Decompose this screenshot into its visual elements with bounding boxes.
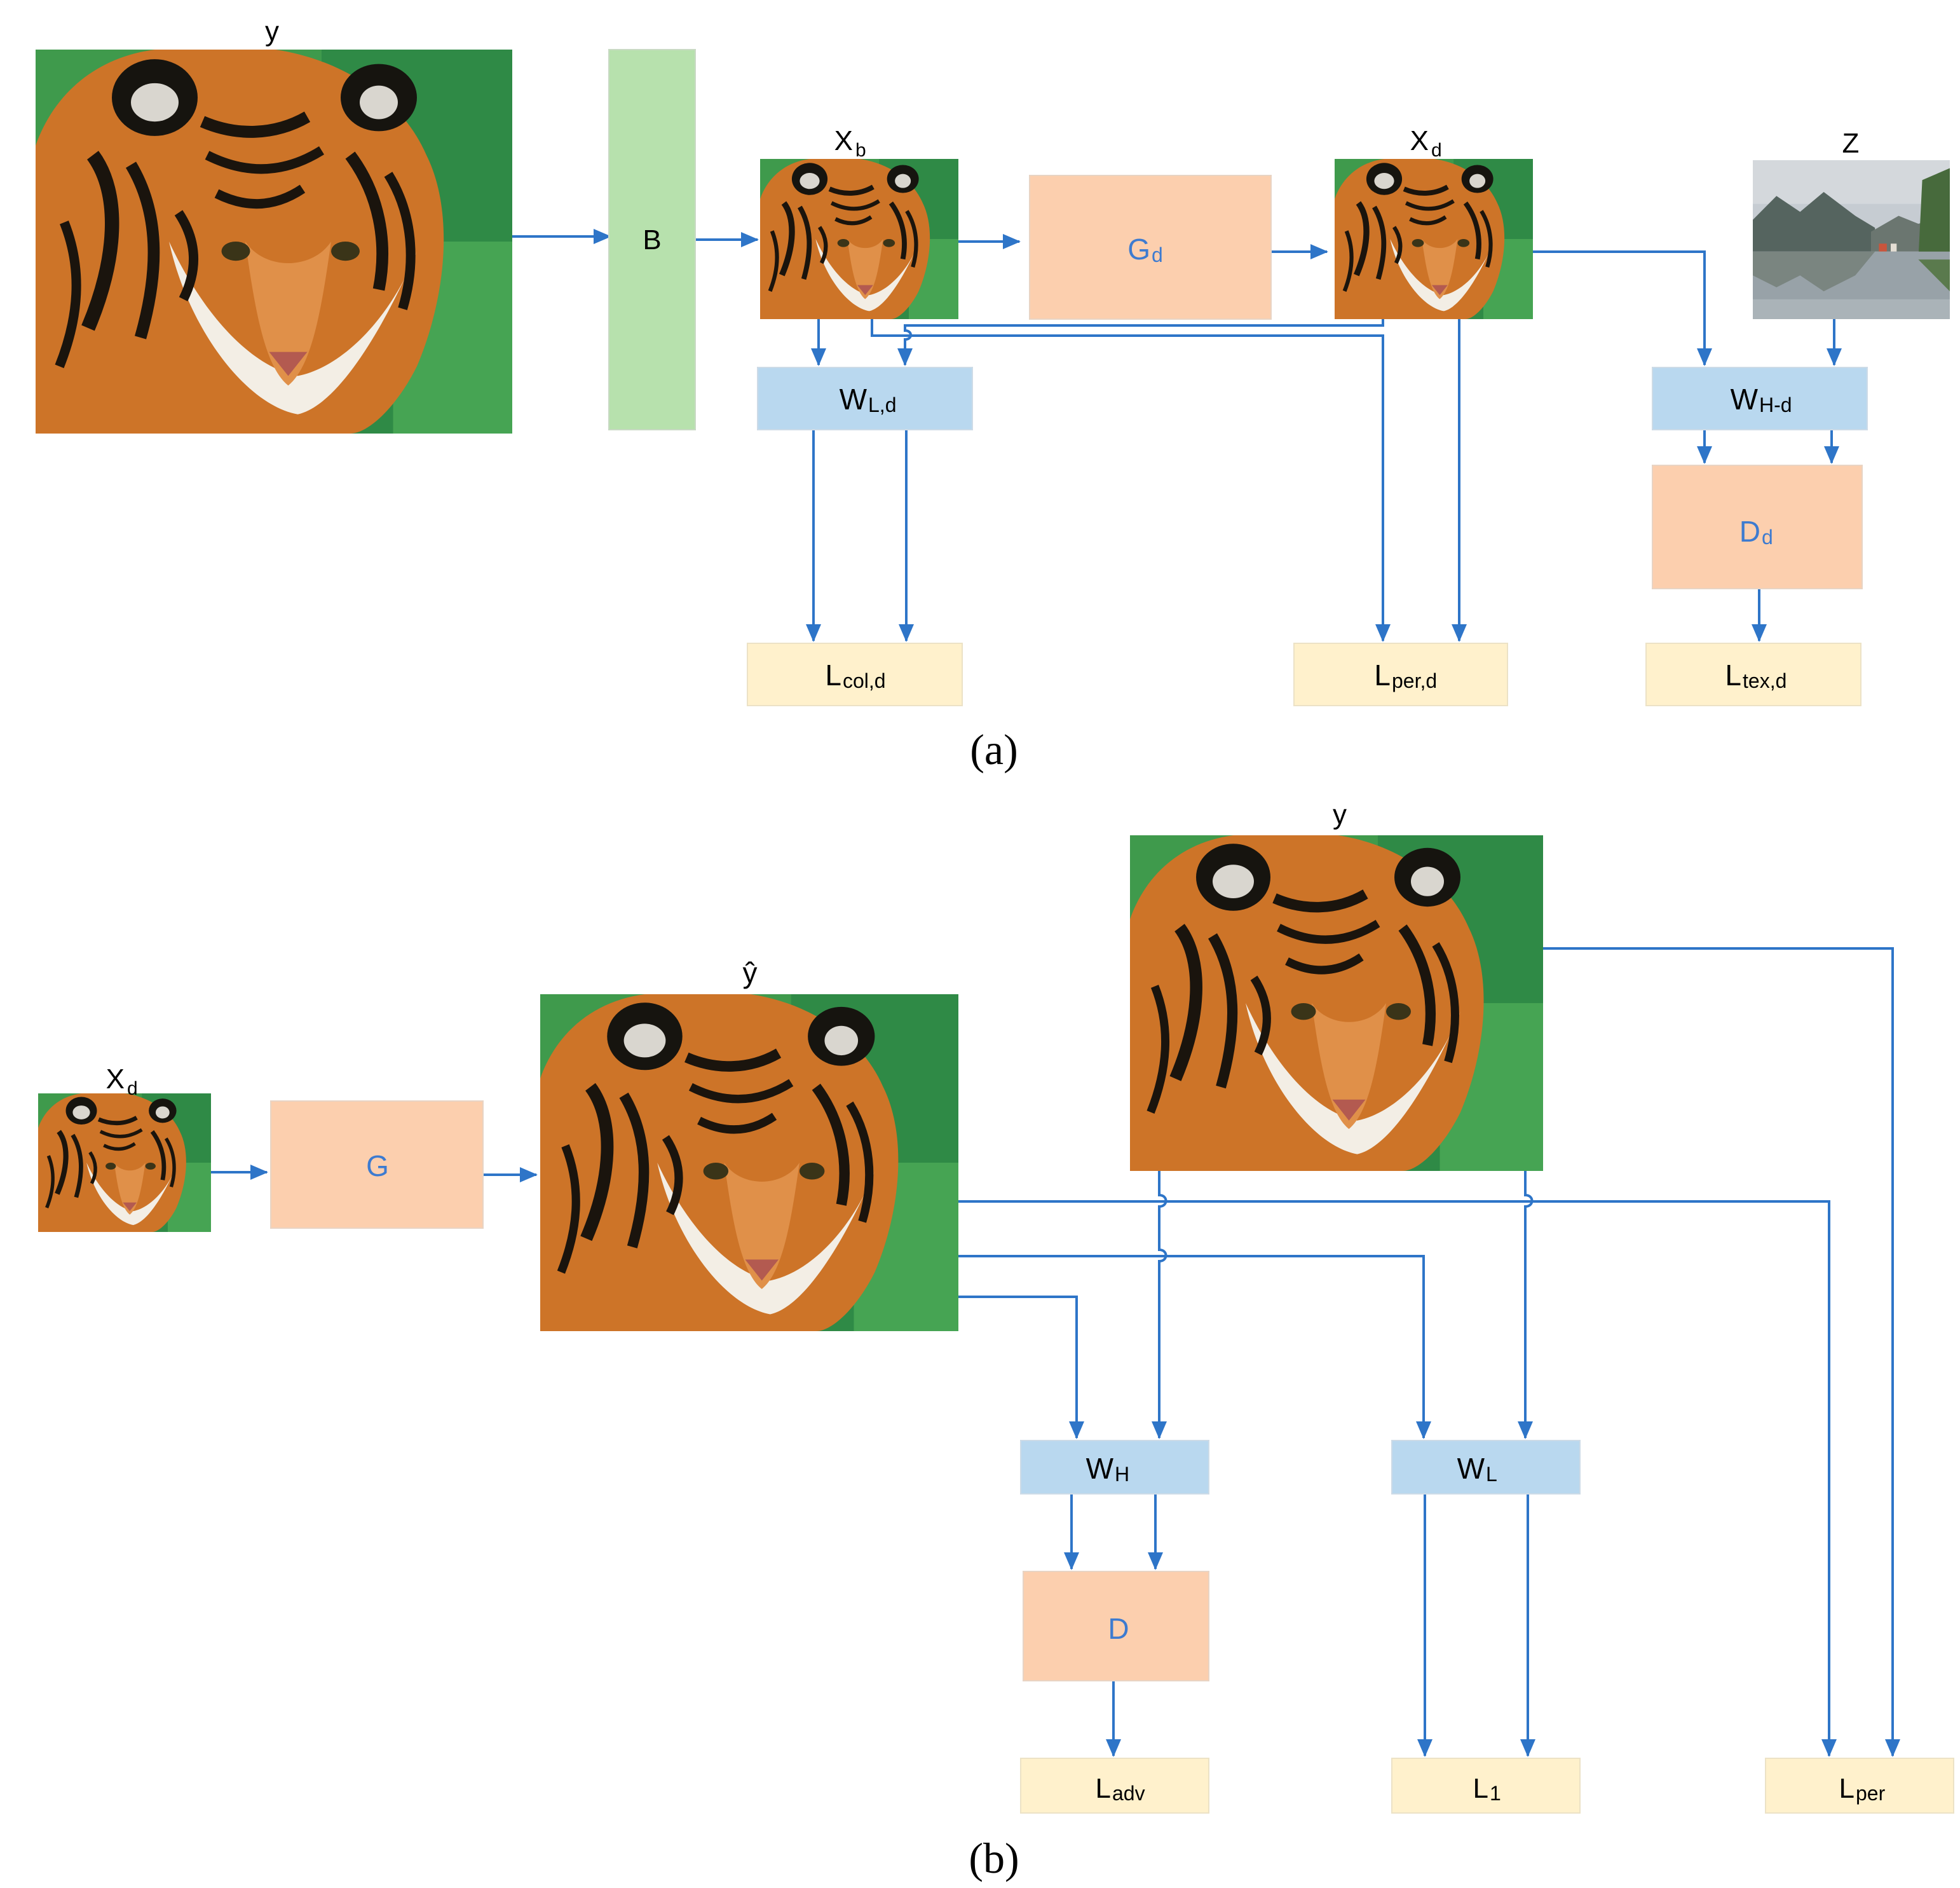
- label-y-a: y: [265, 16, 279, 47]
- arrow-y-to-wl: [1518, 1171, 1534, 1439]
- tiger-photo-icon: [1130, 833, 1543, 1171]
- loss-col-sub: col,d: [843, 669, 886, 692]
- arrow-y-to-lper: [1543, 947, 1900, 1757]
- label-xb: X: [834, 125, 853, 156]
- loss-per-a-label: L: [1374, 659, 1391, 692]
- image-z: Z: [1753, 128, 1950, 319]
- caption-b: (b): [969, 1834, 1019, 1882]
- label-xd-a: X: [1410, 125, 1429, 156]
- block-g-label: G: [366, 1149, 389, 1182]
- block-dd-label: D: [1739, 515, 1760, 548]
- block-b: B: [608, 49, 696, 430]
- block-wl: W L: [1391, 1440, 1581, 1495]
- block-whd: W H-d: [1652, 367, 1868, 430]
- image-xb: X b: [760, 125, 958, 319]
- arrow-xb-to-lper: [871, 319, 1391, 642]
- image-yhat: ŷ: [540, 956, 958, 1331]
- block-wh-label: W: [1086, 1452, 1114, 1485]
- block-dd-sub: d: [1762, 526, 1773, 549]
- lake-landscape-photo-icon: [1753, 160, 1950, 319]
- label-xd-a-sub: d: [1431, 140, 1442, 161]
- block-wh-sub: H: [1115, 1463, 1129, 1486]
- arrow-yhat-to-wl: [958, 1255, 1431, 1439]
- block-d: D: [1023, 1571, 1209, 1681]
- loss-adv-label: L: [1096, 1773, 1111, 1804]
- label-xb-sub: b: [855, 140, 866, 161]
- tiger-photo-icon: [36, 47, 512, 434]
- image-y-a: y: [36, 16, 512, 434]
- block-b-label: B: [643, 224, 661, 256]
- label-z: Z: [1842, 128, 1860, 159]
- image-y-b: y: [1130, 799, 1543, 1171]
- label-xd-b-sub: d: [127, 1078, 138, 1099]
- loss-tex-sub: tex,d: [1743, 669, 1786, 692]
- connectors-panel-b: [211, 947, 1900, 1757]
- arrow-yhat-to-lper: [958, 1200, 1837, 1757]
- loss-tex-label: L: [1725, 659, 1741, 692]
- caption-a: (a): [970, 725, 1017, 774]
- block-wl-sub: L: [1486, 1463, 1497, 1486]
- loss-col: L col,d: [747, 643, 963, 706]
- block-wl-label: W: [1457, 1452, 1485, 1485]
- block-g: G: [270, 1100, 484, 1229]
- loss-col-label: L: [825, 659, 841, 692]
- connectors-panel-a: [512, 229, 1842, 642]
- loss-l1: L 1: [1391, 1758, 1581, 1814]
- loss-per-b: L per: [1765, 1758, 1954, 1814]
- block-wld: W L,d: [757, 367, 973, 430]
- block-d-label: D: [1108, 1612, 1129, 1645]
- arrow-xd-to-whd: [1533, 250, 1712, 366]
- tiger-photo-icon: [760, 158, 958, 319]
- image-xd-a: X d: [1335, 125, 1533, 319]
- tiger-photo-icon: [1335, 158, 1533, 319]
- block-wh: W H: [1020, 1440, 1209, 1495]
- block-wld-label: W: [840, 383, 868, 416]
- loss-l1-label: L: [1473, 1773, 1488, 1804]
- block-whd-label: W: [1731, 383, 1759, 416]
- arrow-xd-to-wld-right: [897, 319, 1384, 366]
- block-dd: D d: [1652, 465, 1863, 589]
- loss-per-b-sub: per: [1856, 1782, 1886, 1805]
- label-y-b: y: [1333, 799, 1347, 830]
- tiger-photo-icon: [540, 992, 958, 1331]
- loss-per-b-label: L: [1839, 1773, 1855, 1804]
- label-yhat: ŷ: [743, 956, 758, 989]
- loss-tex: L tex,d: [1645, 643, 1861, 706]
- arrow-yhat-to-wh: [958, 1296, 1084, 1439]
- block-wld-sub: L,d: [868, 393, 896, 416]
- loss-l1-sub: 1: [1490, 1782, 1501, 1805]
- tiger-photo-icon: [38, 1092, 211, 1232]
- block-gd-label: G: [1127, 233, 1150, 266]
- block-gd-sub: d: [1152, 243, 1163, 266]
- loss-adv: L adv: [1020, 1758, 1209, 1814]
- arrow-y-to-wh: [1152, 1171, 1167, 1439]
- loss-per-a-sub: per,d: [1392, 669, 1437, 692]
- label-xd-b: X: [106, 1064, 125, 1095]
- block-gd: G d: [1029, 175, 1272, 320]
- loss-adv-sub: adv: [1112, 1782, 1145, 1805]
- image-xd-b: X d: [38, 1064, 211, 1232]
- block-whd-sub: H-d: [1759, 393, 1792, 416]
- loss-per-a: L per,d: [1293, 643, 1508, 706]
